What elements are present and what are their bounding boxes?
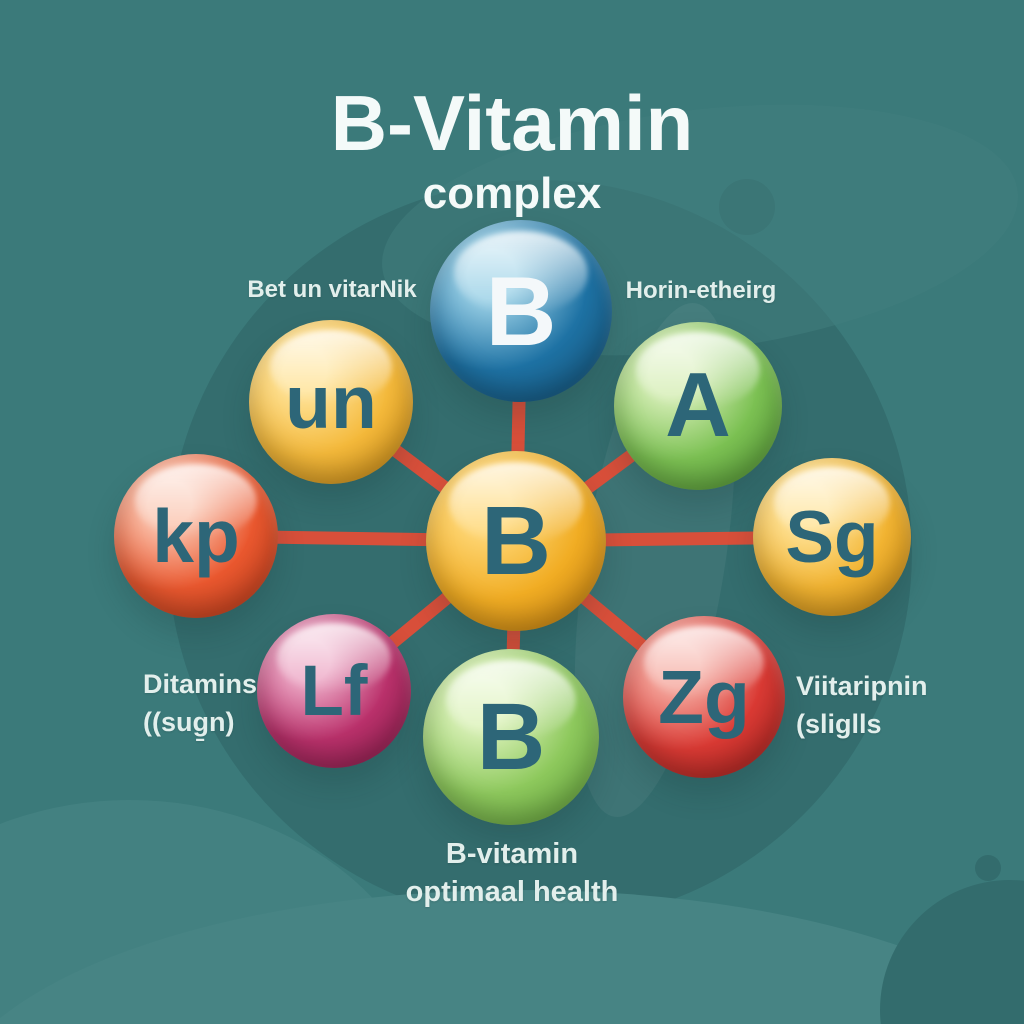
sphere-label: un [285, 360, 377, 444]
vitamin-sphere-kp: kp [114, 454, 278, 618]
caption-left: Ditamins ((sug̱n) [143, 666, 257, 742]
page-subtitle: complex [422, 169, 602, 218]
vitamin-sphere-b-bottom: B [423, 649, 599, 825]
sphere-gloss-highlight [445, 659, 577, 741]
sphere-gloss-highlight [453, 230, 589, 315]
vitamin-sphere-b-top: B [430, 220, 612, 402]
vitamin-sphere-zg: Zg [623, 616, 785, 778]
sphere-gloss-highlight [644, 625, 764, 701]
sphere-gloss-highlight [277, 623, 391, 695]
caption-right-line2: (sliglls [796, 708, 882, 739]
sphere-label: Zg [658, 655, 750, 739]
page-title: B-Vitamin [330, 79, 694, 167]
caption-bottom-line1: B-vitamin [445, 838, 579, 870]
sphere-gloss-highlight [270, 329, 392, 406]
vitamin-sphere-lf: Lf [257, 614, 411, 768]
sphere-label: B [485, 255, 557, 366]
caption-bottom-line2: optimaal health [405, 875, 619, 908]
caption-top-right: Horin-etheirg [625, 277, 777, 304]
caption-right: Viitaripnin (sliglls [796, 668, 928, 744]
vitamin-sphere-a: A [614, 322, 782, 490]
sphere-label: Sg [785, 496, 879, 578]
vitamin-sphere-un: un [249, 320, 413, 484]
vitamin-sphere-b-center: B [426, 451, 606, 631]
sphere-label: B [476, 683, 546, 790]
sphere-gloss-highlight [635, 332, 761, 410]
background-dot-bottom [975, 855, 1001, 881]
sphere-label: Lf [300, 651, 368, 731]
sphere-label: A [665, 355, 731, 456]
sphere-label: B [480, 486, 552, 595]
sphere-label: kp [152, 494, 240, 578]
caption-left-line2: ((sug̱n) [143, 706, 235, 737]
caption-top-left: Bet un vitarNik [247, 276, 417, 303]
vitamin-sphere-sg: Sg [753, 458, 911, 616]
sphere-gloss-highlight [773, 467, 891, 541]
caption-bottom: B-vitamin optimaal health [406, 836, 619, 911]
sphere-gloss-highlight [135, 463, 257, 540]
caption-right-line1: Viitaripnin [796, 671, 928, 701]
caption-left-line1: Ditamins [143, 669, 258, 699]
sphere-gloss-highlight [449, 461, 583, 545]
title-block: B-Vitamin complex [0, 84, 1024, 216]
